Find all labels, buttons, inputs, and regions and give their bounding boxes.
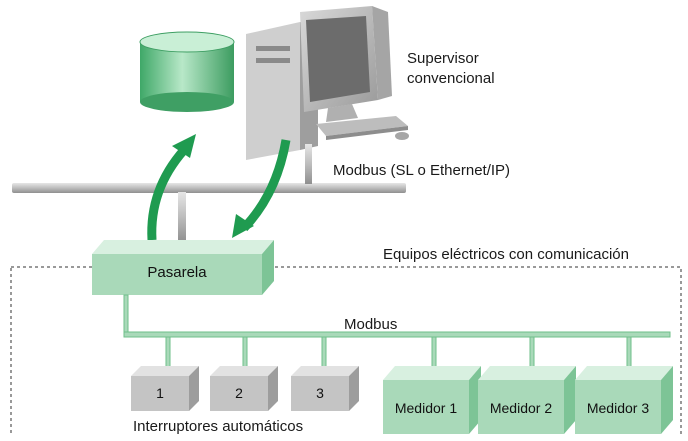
meter-label-3: Medidor 3 <box>586 400 650 416</box>
upload-arrow <box>147 134 196 241</box>
download-arrow <box>232 139 291 238</box>
meter-box-2 <box>478 366 576 434</box>
gateway-label: Pasarela <box>147 264 207 281</box>
breaker-box-2 <box>210 366 278 411</box>
meter-label-1: Medidor 1 <box>394 400 458 416</box>
meter-box-1 <box>383 366 481 434</box>
bottom-bus-label: Modbus <box>344 316 398 333</box>
supervisor-label-line1: Supervisor <box>407 50 479 67</box>
breaker-box-3 <box>291 366 359 411</box>
top-bus-label: Modbus (SL o Ethernet/IP) <box>333 162 511 179</box>
breaker-box-1 <box>131 366 199 411</box>
equipment-zone-border <box>10 266 682 441</box>
gateway-box <box>92 240 274 295</box>
meter-label-2: Medidor 2 <box>489 400 553 416</box>
breaker-label-1: 1 <box>156 385 164 401</box>
equipment-zone-label: Equipos eléctricos con comunicación <box>383 246 629 263</box>
meter-box-3 <box>575 366 673 434</box>
supervisor-label-line2: convencional <box>407 70 495 87</box>
breakers-caption: Interruptores automáticos <box>133 418 304 435</box>
computer-icon <box>246 6 409 160</box>
breaker-label-3: 3 <box>316 385 324 401</box>
top-modbus-bus <box>12 144 406 242</box>
bottom-modbus-bus <box>123 294 671 368</box>
breaker-label-2: 2 <box>235 385 243 401</box>
database-icon <box>139 31 235 112</box>
